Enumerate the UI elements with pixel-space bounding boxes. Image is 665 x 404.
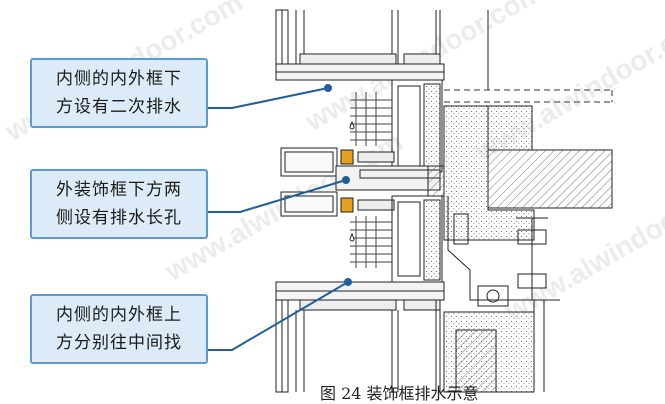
- callout-line: 内侧的内外框上: [56, 305, 182, 325]
- callout-line: 方分别往中间找: [56, 333, 182, 353]
- callout-line: 外装饰框下方两: [56, 180, 182, 200]
- callout-slope-to-center: 内侧的内外框上 方分别往中间找: [30, 294, 208, 364]
- callout-line: 内侧的内外框下: [56, 69, 182, 89]
- callout-line: 方设有二次排水: [56, 97, 182, 117]
- callout-line: 侧设有排水长孔: [56, 208, 182, 228]
- callout-secondary-drainage: 内侧的内外框下 方设有二次排水: [30, 58, 208, 128]
- callout-drain-slots: 外装饰框下方两 侧设有排水长孔: [30, 169, 208, 239]
- figure-caption: 图 24 装饰框排水示意: [320, 384, 479, 403]
